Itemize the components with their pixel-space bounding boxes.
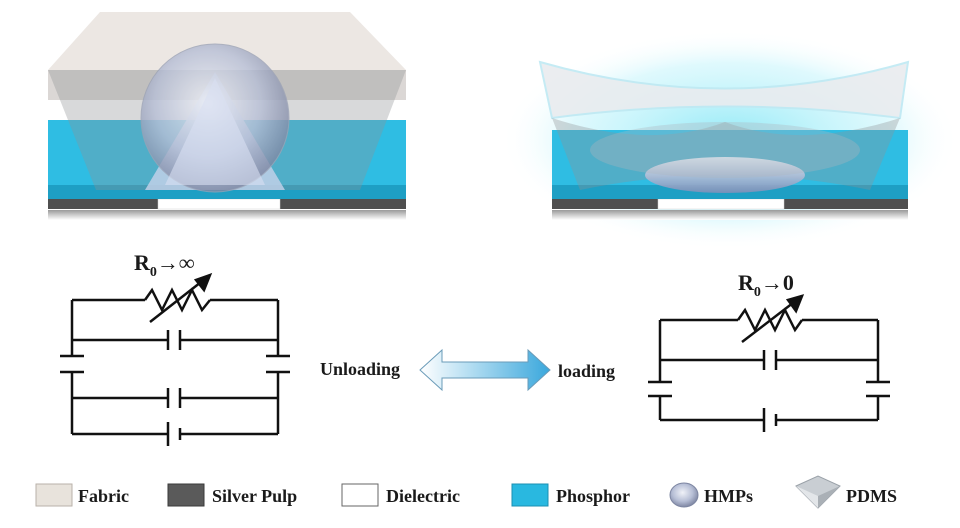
right-circuit [648, 294, 890, 432]
left-dielectric [157, 198, 281, 210]
legend-swatch-pdms [795, 475, 841, 509]
right-device [500, 30, 960, 250]
left-fabric-top [48, 12, 406, 70]
legend-swatch-fabric [35, 483, 73, 507]
left-device [48, 12, 406, 220]
left-resistor-label: R0→∞ [134, 250, 195, 280]
right-dielectric [657, 198, 785, 210]
legend-label-hmps: HMPs [704, 486, 753, 506]
unloading-label: Unloading [320, 359, 400, 379]
right-hmp-flattened [645, 157, 805, 193]
right-silver-electrode-b [784, 199, 908, 209]
legend-swatch-hmps [669, 482, 699, 508]
left-silver-electrode-b [280, 199, 406, 209]
legend-label-silver-pulp: Silver Pulp [212, 486, 297, 506]
right-hmp-shell [590, 122, 860, 178]
legend-label-pdms: PDMS [846, 486, 897, 506]
right-fabric-top [538, 60, 910, 120]
left-hmp-inner-cone [165, 78, 265, 185]
loading-label: loading [558, 361, 615, 381]
right-pdms-body [552, 118, 900, 190]
legend: Fabric Silver Pulp Dielectric Phosphor H… [35, 475, 897, 509]
legend-swatch-dielectric [341, 483, 379, 507]
right-fabric-fibers [552, 210, 908, 220]
right-silver-electrode-a [552, 199, 658, 209]
legend-swatch-phosphor [511, 483, 549, 507]
legend-label-phosphor: Phosphor [556, 486, 630, 506]
left-circuit [60, 272, 290, 446]
left-silver-electrode-a [48, 199, 158, 209]
legend-label-fabric: Fabric [78, 486, 129, 506]
left-phosphor-front [48, 185, 406, 199]
left-fabric-fibers [48, 210, 406, 220]
legend-label-dielectric: Dielectric [386, 486, 460, 506]
transition-arrow [419, 348, 551, 392]
right-resistor-label: R0→0 [738, 270, 794, 300]
legend-swatch-silver-pulp [167, 483, 205, 507]
